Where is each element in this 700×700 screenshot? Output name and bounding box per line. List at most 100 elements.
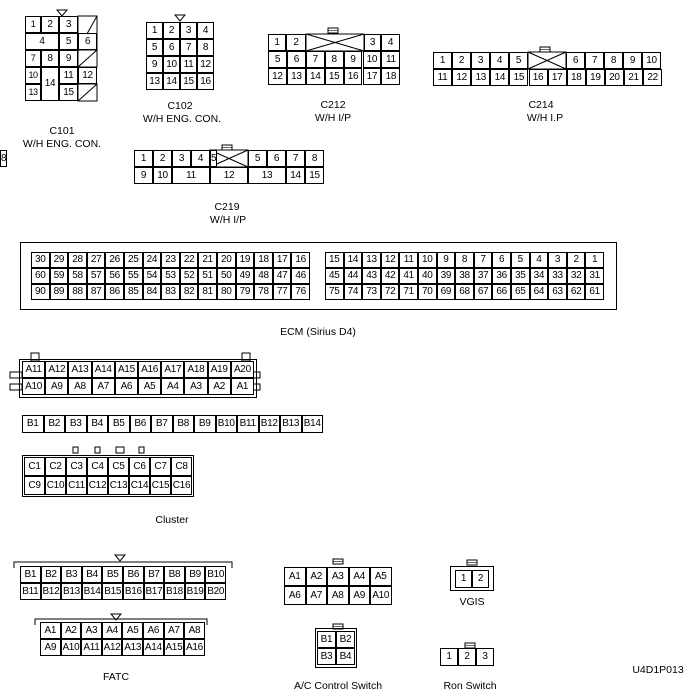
c212-pin-8: 8 xyxy=(324,51,344,68)
c102-pin-2: 2 xyxy=(163,22,180,39)
c219-pin-7: 7 xyxy=(286,150,305,167)
fatc-b-pin-b1: B1 xyxy=(20,566,41,583)
fatc-a-pin-a14: A14 xyxy=(143,639,164,656)
ecm-right-pin-69: 69 xyxy=(436,284,456,300)
ecm-right-pin-38: 38 xyxy=(455,268,474,284)
ecm-right-pin-4: 4 xyxy=(529,252,549,268)
cluster-c-pin-c14: C14 xyxy=(129,476,150,495)
ecm-left-pin-29: 29 xyxy=(49,252,69,268)
c101-pin-11: 11 xyxy=(59,67,78,84)
vgis-label: VGIS xyxy=(459,596,485,608)
ecm-left-pin-28: 28 xyxy=(68,252,87,268)
ecm-left-pin-84: 84 xyxy=(142,284,162,300)
cluster-b-pin-b6: B6 xyxy=(129,415,151,433)
c101-pin-13: 13 xyxy=(25,84,41,101)
c212-blank-cross-diag-b xyxy=(305,33,365,52)
c212-pin-3: 3 xyxy=(364,34,381,51)
c219-name: W/H I/P xyxy=(209,214,247,226)
ecm-left-pin-83: 83 xyxy=(161,284,180,300)
c212-pin-6: 6 xyxy=(286,51,306,68)
cluster-b-pin-b3: B3 xyxy=(65,415,87,433)
c101-key-icon xyxy=(55,9,69,17)
fatc-b-pin-b4: B4 xyxy=(81,566,103,583)
ecm-left-pin-16: 16 xyxy=(291,252,310,268)
c102-pin-12: 12 xyxy=(197,56,214,73)
cluster-a-pin-a12: A12 xyxy=(45,361,69,378)
ecm-right-pin-68: 68 xyxy=(455,284,474,300)
ron-switch-pin-1: 1 xyxy=(440,648,458,666)
ac-switch-a-pin-a2: A2 xyxy=(305,567,327,586)
cluster-c-pin-c4: C4 xyxy=(87,457,108,476)
c102-key-icon xyxy=(173,14,187,22)
ecm-right-pin-32: 32 xyxy=(566,268,586,284)
fatc-b-pin-b7: B7 xyxy=(143,566,165,583)
ecm-right-pin-61: 61 xyxy=(585,284,604,300)
ecm-left-pin-80: 80 xyxy=(217,284,236,300)
cluster-a-housing xyxy=(19,359,257,398)
vgis-housing xyxy=(450,566,494,591)
c214-pin-6: 6 xyxy=(566,52,585,69)
ac-switch-b-pin-b2: B2 xyxy=(336,631,355,648)
c212-pin-16: 16 xyxy=(343,68,363,85)
fatc-b-pin-b12: B12 xyxy=(40,583,62,600)
fatc-a-bracket xyxy=(34,618,208,625)
cluster-b-pin-b2: B2 xyxy=(43,415,65,433)
cluster-c-pin-c5: C5 xyxy=(108,457,129,476)
ecm-right-pin-10: 10 xyxy=(418,252,437,268)
cluster-c-pin-c3: C3 xyxy=(66,457,87,476)
ecm-right-pin-2: 2 xyxy=(566,252,586,268)
c102-pin-7: 7 xyxy=(180,39,197,56)
ecm-left-pin-18: 18 xyxy=(254,252,273,268)
ecm-left-pin-85: 85 xyxy=(124,284,143,300)
fatc-b-pin-b16: B16 xyxy=(123,583,144,600)
c101-pin-12: 12 xyxy=(78,67,97,84)
ecm-left-pin-21: 21 xyxy=(198,252,217,268)
ecm-left-pin-90: 90 xyxy=(31,284,50,300)
fatc-b-pin-b11: B11 xyxy=(20,583,41,600)
fatc-a-pin-a12: A12 xyxy=(101,639,123,656)
cluster-c-pin-c7: C7 xyxy=(150,457,171,476)
ecm-left-pin-82: 82 xyxy=(179,284,199,300)
fatc-a-pin-a5: A5 xyxy=(122,622,143,639)
c101-blank-bottom-diag xyxy=(77,83,98,102)
ecm-right-pin-8: 8 xyxy=(455,252,474,268)
ac-switch-a-pin-a10: A10 xyxy=(370,586,392,605)
ecm-left-pin-27: 27 xyxy=(86,252,106,268)
ecm-right-pin-66: 66 xyxy=(492,284,511,300)
c219-pin-10: 10 xyxy=(153,167,172,184)
c212-name: W/H I/P xyxy=(314,112,352,124)
c214-pin-11: 11 xyxy=(433,69,453,86)
c102-code: C102 xyxy=(167,100,193,112)
fatc-b-pin-b6: B6 xyxy=(123,566,144,583)
cluster-c-tab-3 xyxy=(115,446,125,454)
cluster-c-pin-c9: C9 xyxy=(24,476,45,495)
ecm-left-pin-57: 57 xyxy=(86,268,106,284)
cluster-b-pin-b4: B4 xyxy=(86,415,108,433)
ecm-right-pin-3: 3 xyxy=(548,252,567,268)
ecm-right-pin-45: 45 xyxy=(325,268,344,284)
cluster-a-pin-a1: A1 xyxy=(230,378,254,395)
c101-pin-1: 1 xyxy=(25,16,41,33)
fatc-b-key-icon xyxy=(113,554,127,562)
cluster-a-pin-a20: A20 xyxy=(230,361,254,378)
c214-pin-12: 12 xyxy=(452,69,472,86)
cluster-a-pin-a18: A18 xyxy=(184,361,208,378)
c214-pin-5: 5 xyxy=(509,52,528,69)
ecm-label: ECM (Sirius D4) xyxy=(280,326,356,338)
cluster-a-pin-a6: A6 xyxy=(114,378,138,395)
ecm-right-pin-9: 9 xyxy=(436,252,456,268)
cluster-b-pin-b8: B8 xyxy=(172,415,194,433)
ecm-left-pin-48: 48 xyxy=(254,268,273,284)
c219-pin-13: 13 xyxy=(248,167,286,184)
fatc-a-pin-a3: A3 xyxy=(81,622,102,639)
ecm-right-pin-73: 73 xyxy=(362,284,381,300)
ac-switch-b-pin-b1: B1 xyxy=(317,631,336,648)
c219-pin-12: 12 xyxy=(210,167,248,184)
c102-pin-10: 10 xyxy=(163,56,180,73)
ecm-left-pin-60: 60 xyxy=(31,268,50,284)
cluster-b-pin-b5: B5 xyxy=(108,415,130,433)
c219-pin-6: 6 xyxy=(267,150,286,167)
ecm-left-pin-26: 26 xyxy=(105,252,124,268)
cluster-c-tab-1 xyxy=(72,446,79,454)
c214-pin-22: 22 xyxy=(643,69,663,86)
